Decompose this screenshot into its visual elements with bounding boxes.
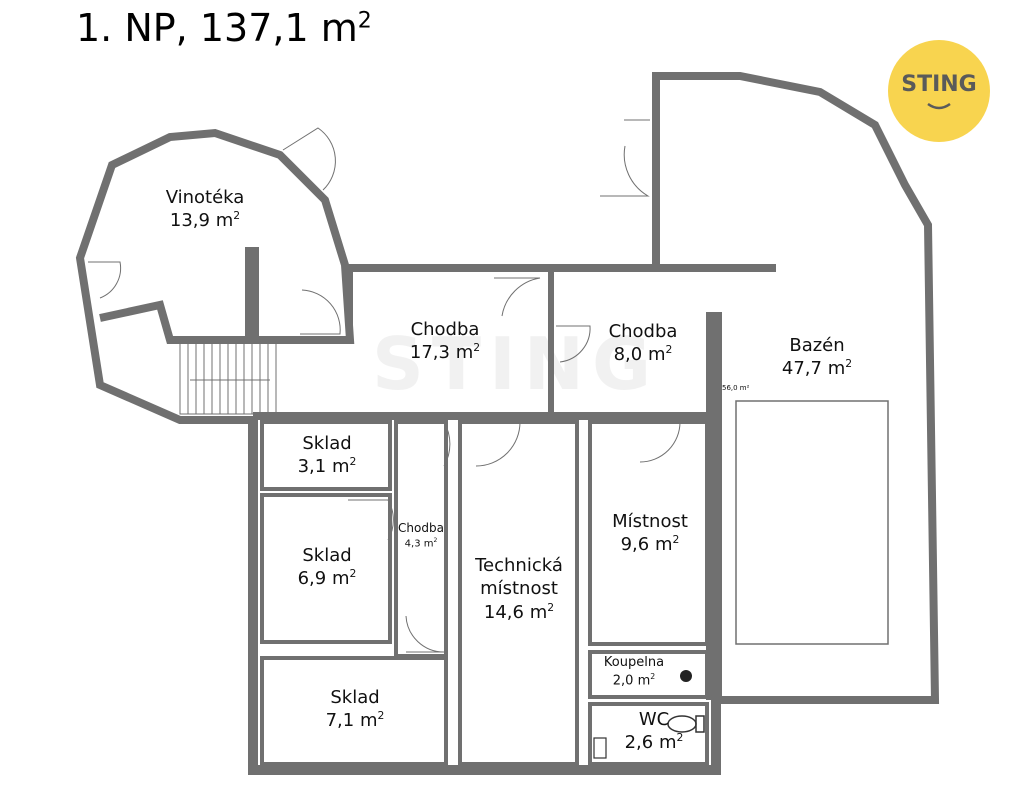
vinoteka-walls xyxy=(75,128,355,424)
toilet-icon xyxy=(667,715,705,733)
room-technicka-mistnost: Technická místnost 14,6 m2 xyxy=(475,555,563,623)
sink-icon xyxy=(593,737,607,759)
shower-icon xyxy=(680,670,692,682)
room-chodba-1: Chodba 17,3 m2 xyxy=(409,319,481,364)
room-mistnost: Místnost 9,6 m2 xyxy=(612,511,688,556)
sklad2-walls xyxy=(260,493,392,644)
sting-logo: STING xyxy=(888,40,990,142)
logo-text: STING xyxy=(901,72,977,97)
room-chodba-2: Chodba 8,0 m2 xyxy=(608,321,678,366)
koupelna-walls xyxy=(588,650,709,699)
room-bazen: Bazén 47,7 m2 xyxy=(781,335,853,380)
room-sklad-1: Sklad 3,1 m2 xyxy=(297,433,357,478)
room-chodba-3: Chodba 4,3 m2 xyxy=(398,521,444,550)
room-koupelna: Koupelna 2,0 m2 xyxy=(603,655,665,689)
room-wc: WC 2,6 m2 xyxy=(624,709,684,754)
logo-smile-icon xyxy=(927,102,951,110)
page-title: 1. NP, 137,1 m2 xyxy=(76,6,372,50)
bazen-walls xyxy=(652,72,940,704)
lower-block-walls xyxy=(248,416,721,775)
room-sklad-2: Sklad 6,9 m2 xyxy=(297,545,357,590)
wc-walls xyxy=(588,702,709,766)
door-swings xyxy=(88,119,681,653)
room-sklad-3: Sklad 7,1 m2 xyxy=(325,687,385,732)
bazen-note: 56,0 m² xyxy=(722,384,750,392)
stair-treads xyxy=(187,342,270,414)
room-vinoteka: Vinotéka 13,9 m2 xyxy=(165,187,245,232)
sklad3-walls xyxy=(260,656,448,766)
pool xyxy=(735,400,889,645)
watermark: STING xyxy=(372,322,660,406)
sklad1-walls xyxy=(260,420,392,491)
